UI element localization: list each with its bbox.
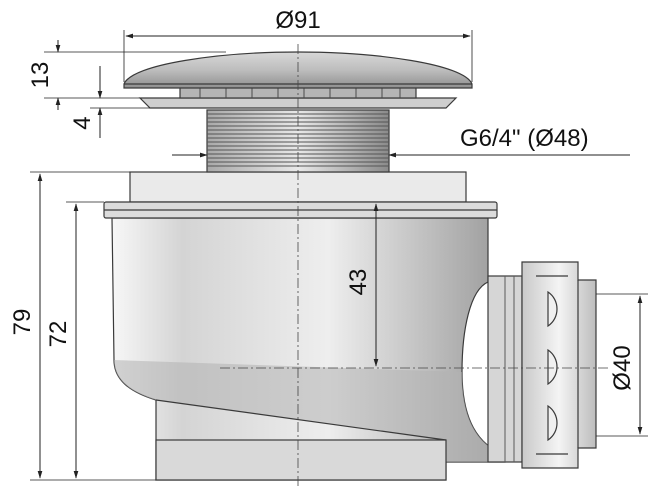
svg-text:72: 72: [45, 321, 72, 348]
trap-body: [103, 171, 506, 481]
dimension-thread: G6/4" (Ø48): [172, 125, 630, 158]
dimension-outlet-axis: 43: [345, 203, 379, 367]
svg-text:43: 43: [345, 269, 372, 296]
svg-text:G6/4" (Ø48): G6/4" (Ø48): [460, 125, 589, 152]
dimension-cap-height: 13: [27, 40, 226, 110]
dimension-body-height: 72: [45, 201, 104, 479]
svg-text:13: 13: [27, 62, 54, 89]
outlet-pipe: [487, 275, 523, 463]
dimension-flange-height: 4: [69, 66, 150, 138]
svg-text:Ø91: Ø91: [275, 7, 320, 34]
svg-text:79: 79: [9, 309, 36, 336]
dimension-total-height: 79: [9, 171, 156, 481]
dimension-top-diameter: Ø91: [123, 7, 473, 82]
svg-text:Ø40: Ø40: [609, 345, 636, 390]
outlet-nut: [521, 261, 597, 469]
svg-text:4: 4: [69, 116, 96, 129]
dimension-outlet-diameter: Ø40: [596, 293, 648, 437]
